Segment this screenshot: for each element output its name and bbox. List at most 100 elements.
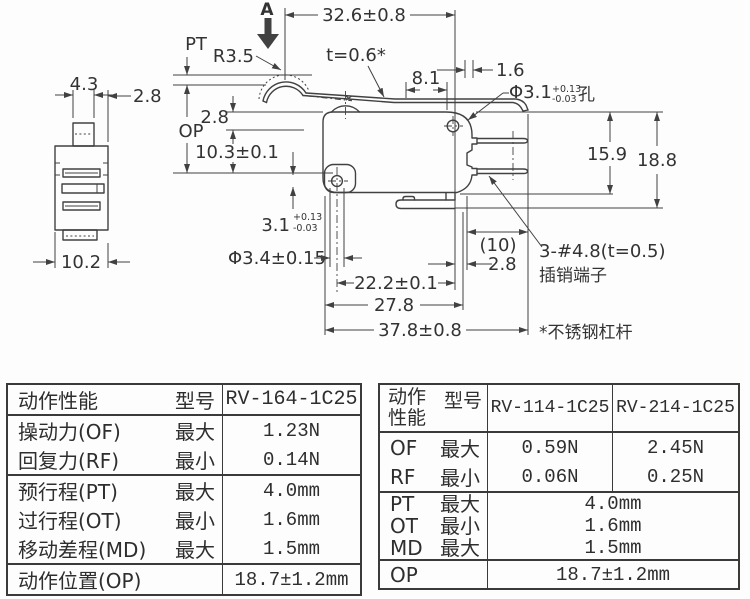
side-base-step [62, 229, 98, 241]
section-label: A [260, 0, 274, 20]
row-label: 移动差程(MD) [18, 538, 147, 562]
side-terminal-slot [61, 183, 105, 194]
row-value: 0.14N [222, 445, 361, 476]
row-value: 0.59N [521, 436, 579, 459]
row-label: PT [390, 492, 415, 515]
row-value: 4.0mm [584, 493, 642, 515]
switch-body [322, 111, 478, 194]
model-name: RV-164-1C25 [222, 384, 361, 416]
table-row: RF 最小 0.06N 0.25N [379, 462, 739, 493]
main-view [258, 74, 529, 292]
mount-hole-boss-left [323, 163, 357, 194]
dim-hole-left: 3.1 [261, 215, 290, 236]
row-qualifier: 最小 [440, 466, 480, 490]
model-label: 型号 [175, 389, 215, 413]
row-label: 预行程(PT) [18, 480, 118, 504]
row-value: 0.25N [612, 462, 739, 493]
row-value: 1.5mm [222, 534, 361, 565]
row-qualifier: 最大 [175, 480, 215, 504]
row-label: OT [390, 515, 418, 537]
spec-table-left: 动作性能 型号 RV-164-1C25 操动力(OF) 最大 1.23N 回复力… [6, 383, 362, 596]
row-value: 18.7±1.2mm [234, 568, 349, 591]
dim-op-label: OP [178, 121, 203, 142]
note-lever-material: *不锈钢杠杆 [539, 323, 633, 343]
row-value: 18.7±1.2mm [555, 563, 671, 586]
dim-op-to-hole: 10.3±0.1 [195, 142, 279, 163]
row-value: 4.0mm [262, 479, 320, 502]
table-row: OF 最大 0.59N 2.45N [379, 432, 739, 462]
row-label: 回复力(RF) [18, 449, 120, 473]
row-label: RF [390, 464, 416, 489]
dim-lever-offset: 8.1 [412, 68, 441, 89]
row-value: 0.06N [487, 462, 613, 493]
model-label: 型号 [443, 390, 482, 412]
row-label: 动作位置(OP) [18, 569, 142, 593]
table-row: 动作性能 型号 RV-164-1C25 [7, 384, 361, 416]
table-row: PT 最大 4.0mm [379, 492, 739, 515]
dim-hole-right-tol-minus: -0.03 [552, 94, 577, 105]
row-qualifier: 最大 [440, 537, 480, 560]
dim-hole-right-tol-plus: +0.13 [552, 84, 581, 95]
table-row: 动作性能 型号 RV-114-1C25 RV-214-1C25 [379, 384, 739, 433]
row-value: 2.45N [612, 432, 739, 462]
dim-body-width: 27.8 [374, 295, 414, 316]
table-row: 操动力(OF) 最大 1.23N [7, 415, 361, 445]
table-title: 动作性能 [388, 386, 427, 430]
table-row: 预行程(PT) 最大 4.0mm [7, 475, 361, 505]
plunger-dome [330, 105, 361, 113]
dim-side-4-3: 4.3 [70, 74, 99, 95]
row-value: 1.6mm [584, 515, 642, 537]
table-row: 移动差程(MD) 最大 1.5mm [7, 534, 361, 565]
dim-hole-left-tol-plus: +0.13 [293, 212, 322, 223]
row-qualifier: 最大 [440, 437, 480, 461]
dim-lever-thickness: t=0.6* [326, 45, 386, 66]
table-row: OP 18.7±1.2mm [379, 560, 739, 589]
dimension-drawing: 4.3 2.8 10.2 [33, 0, 677, 343]
note-terminal-type: 3-#4.8(t=0.5) [539, 241, 665, 262]
row-qualifier: 最小 [175, 509, 215, 533]
terminal-blade-top [476, 137, 529, 144]
row-qualifier: 最大 [175, 420, 215, 444]
simulated-roller-lever [258, 74, 529, 112]
model-name: RV-214-1C25 [612, 384, 739, 433]
side-terminal-slot [62, 201, 101, 211]
dim-body-height: 15.9 [587, 144, 627, 165]
table-row: 过行程(OT) 最小 1.6mm [7, 505, 361, 534]
dim-terminal-length: (10) [480, 235, 517, 256]
terminal-blade-bottom [395, 199, 456, 210]
model-name: RV-114-1C25 [487, 384, 613, 433]
row-qualifier: 最大 [440, 492, 480, 515]
table-row: 动作位置(OP) 18.7±1.2mm [7, 564, 361, 595]
dim-hole-right-suffix: 孔 [578, 85, 595, 105]
row-label: OF [390, 435, 418, 460]
row-value: 1.5mm [487, 537, 739, 561]
note-terminal-type-cjk: 插销端子 [539, 266, 607, 286]
row-value: 1.6mm [262, 508, 320, 531]
table-row: OT 最小 1.6mm [379, 515, 739, 537]
dim-edge-offset: 1.6 [496, 60, 525, 81]
section-arrow-icon [264, 18, 272, 34]
table-row: MD 最大 1.5mm [379, 537, 739, 561]
dim-hole-pitch: 22.2±0.1 [354, 273, 438, 294]
dim-overall-top: 32.6±0.8 [322, 5, 406, 26]
dim-overall-height: 18.8 [637, 150, 677, 171]
spec-table-right: 动作性能 型号 RV-114-1C25 RV-214-1C25 OF 最大 0.… [378, 383, 740, 590]
row-qualifier: 最小 [175, 449, 215, 473]
dim-side-10-2: 10.2 [61, 252, 101, 273]
terminal-blade-middle [476, 168, 529, 175]
row-qualifier: 最小 [440, 515, 480, 537]
row-value: 1.23N [262, 419, 320, 442]
dim-lever-radius: R3.5 [213, 46, 254, 67]
dim-pt-label: PT [185, 34, 208, 55]
row-label: 操动力(OF) [18, 420, 121, 444]
row-label: 过行程(OT) [18, 509, 122, 533]
row-label: OP [390, 562, 418, 587]
dim-terminal-offset: 2.8 [488, 254, 517, 275]
side-view: 4.3 2.8 10.2 [33, 74, 162, 273]
dim-hole-left-tol-minus: -0.03 [293, 223, 318, 234]
dim-hole-right: Φ3.1 [509, 82, 552, 103]
dim-side-2-8: 2.8 [133, 86, 162, 107]
row-label: MD [390, 537, 423, 560]
table-title: 动作性能 [18, 389, 98, 413]
